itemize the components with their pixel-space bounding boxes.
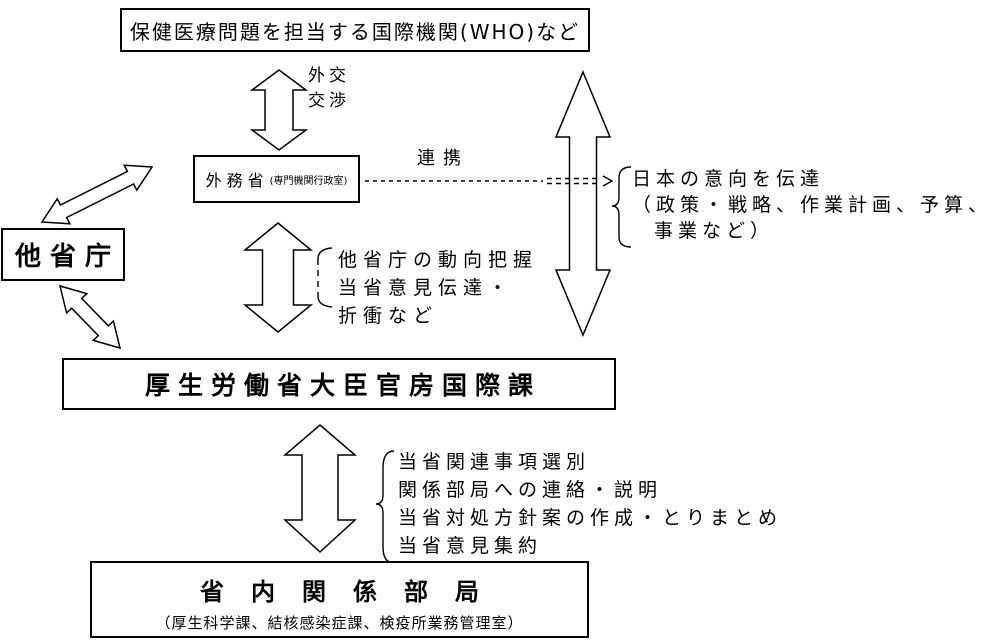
double-arrow-tashocho-mhlw-icon (58, 284, 122, 350)
diplomacy-negotiation-label: 外交 交渉 (308, 64, 350, 114)
internal-tasks-line: 当省関連事項選別 (398, 451, 591, 473)
mofa-label: 外務省 (205, 171, 269, 190)
diplomacy-line1: 外交 (308, 66, 350, 86)
double-arrow-who-mofa-icon (249, 69, 309, 151)
who-organizations-label: 保健医療問題を担当する国際機関(WHO)など (129, 19, 581, 44)
ministry-coordination-line: 他省庁の動向把握 (338, 249, 539, 271)
mofa-box: 外務省 (専門機関行政室) (193, 155, 360, 203)
arrowhead-right-icon (602, 175, 614, 187)
ministry-coordination-annotation: 他省庁の動向把握 当省意見伝達・ 折衝など (338, 246, 538, 330)
double-arrow-who-mhlw-icon (554, 70, 612, 337)
other-ministries-label: 他省庁 (14, 242, 120, 272)
internal-tasks-line: 当省意見集約 (398, 535, 543, 557)
bracket-coordination-top (317, 247, 333, 260)
internal-bureaus-title: 省内関係部局 (200, 578, 506, 606)
convey-intent-line: （政策・戦略、作業計画、予算、 (632, 194, 993, 216)
double-arrow-mhlw-internal-icon (282, 424, 358, 554)
mhlw-international-division-box: 厚生労働省大臣官房国際課 (62, 358, 616, 410)
convey-intent-line: 事業など） (654, 220, 775, 242)
internal-tasks-line: 関係部局への連絡・説明 (398, 479, 663, 501)
internal-tasks-annotation: 当省関連事項選別 関係部局への連絡・説明 当省対処方針案の作成・とりまとめ 当省… (398, 448, 782, 560)
bracket-coordination-bottom (317, 295, 333, 308)
convey-intent-line: 日本の意向を伝達 (632, 168, 825, 190)
who-organizations-box: 保健医療問題を担当する国際機関(WHO)など (120, 8, 590, 52)
internal-bureaus-subtitle: （厚生科学課、結核感染症課、検疫所業務管理室） (155, 614, 524, 632)
double-arrow-mofa-mhlw-icon (242, 222, 314, 333)
mofa-sublabel: (専門機関行政室) (269, 175, 348, 187)
internal-bureaus-box: 省内関係部局 （厚生科学課、結核感染症課、検疫所業務管理室） (90, 561, 589, 638)
double-arrow-tashocho-mofa-icon (40, 164, 154, 225)
internal-tasks-line: 当省対処方針案の作成・とりまとめ (398, 507, 783, 529)
ministry-coordination-line: 当省意見伝達・ (338, 277, 514, 299)
cooperation-label: 連携 (417, 148, 469, 169)
ministry-coordination-line: 折衝など (338, 305, 439, 327)
diplomacy-line2: 交渉 (308, 91, 350, 111)
brace-convey-intent (611, 166, 632, 248)
other-ministries-box: 他省庁 (1, 228, 125, 281)
convey-intent-annotation: 日本の意向を伝達 （政策・戦略、作業計画、予算、 事業など） (632, 166, 992, 244)
mhlw-international-division-label: 厚生労働省大臣官房国際課 (144, 371, 541, 400)
brace-internal-tasks (375, 450, 395, 564)
